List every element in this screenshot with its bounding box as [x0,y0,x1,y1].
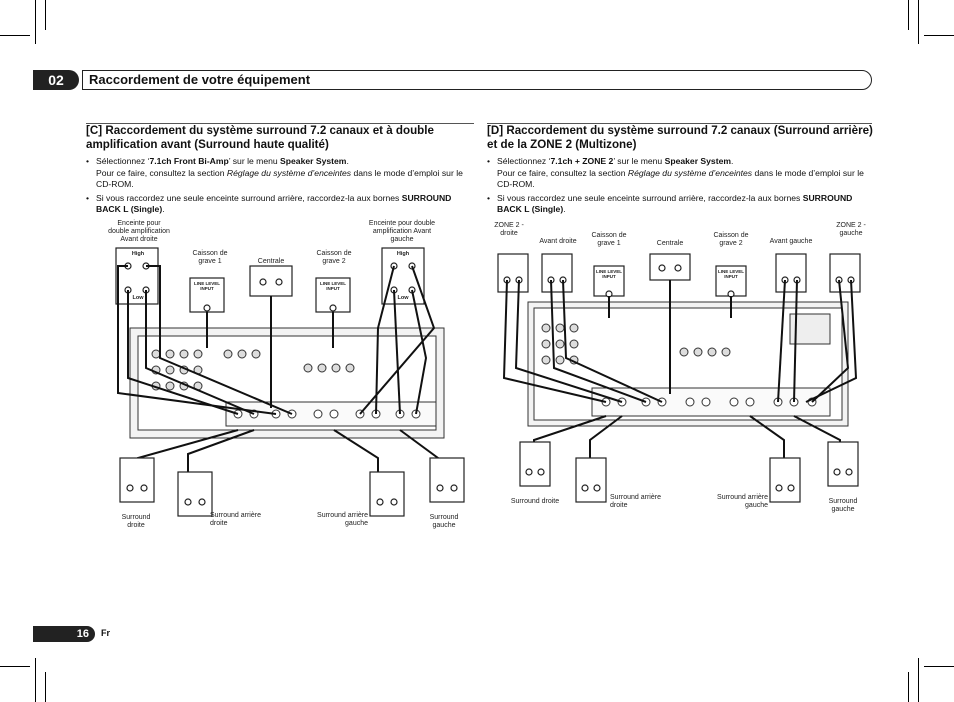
label-line-input-d1: LINE LEVEL INPUT [595,269,622,279]
av-receiver-rear-panel-d [527,301,849,427]
surround-back-left-speaker [369,471,405,517]
surround-back-right-speaker [177,471,213,517]
front-right-speaker-d [541,253,573,293]
section-c-rule [86,123,474,124]
label-surround-left-d: Surround gauche [828,498,858,513]
surround-back-right-speaker-d [575,457,607,503]
label-sub1: Caisson de grave 1 [192,250,228,265]
subwoofer-2 [315,277,351,313]
section-c-bullet-2: Si vous raccordez une seule enceinte sur… [86,193,476,216]
center-speaker-d [649,253,691,281]
crop-mark [908,672,909,702]
zone2-right-speaker [497,253,529,293]
label-surround-right: Surround droite [121,514,151,529]
crop-mark [45,672,46,702]
section-c-bullet-1: Sélectionnez ‘7.1ch Front Bi-Amp’ sur le… [86,156,476,191]
section-c-bullets: Sélectionnez ‘7.1ch Front Bi-Amp’ sur le… [86,156,476,218]
label-line-input-2: LINE LEVEL INPUT [319,281,346,291]
crop-mark [35,0,36,44]
section-d-title: [D] Raccordement du système surround 7.2… [487,124,873,151]
language-code: Fr [101,628,110,638]
label-high-left: High [396,251,410,257]
label-front-left-d: Avant gauche [769,238,813,245]
label-front-left: Enceinte pour double amplification Avant… [368,220,436,243]
label-line-input-d2: LINE LEVEL INPUT [717,269,744,279]
center-speaker [249,265,293,297]
subwoofer-1 [189,277,225,313]
label-zone2-right: ZONE 2 - droite [494,222,524,237]
label-line-input-1: LINE LEVEL INPUT [193,281,220,291]
label-center-d: Centrale [656,240,684,247]
page-number: 16 [33,626,95,642]
label-surround-back-left-d: Surround arrière gauche [717,494,768,509]
label-high-right: High [131,251,145,257]
surround-left-speaker [429,457,465,503]
wiring-diagram-d-svg [497,253,861,503]
front-left-speaker [381,247,425,305]
label-sub1-d: Caisson de grave 1 [591,232,627,247]
wiring-diagram-c-svg [115,247,465,517]
label-surround-right-d: Surround droite [510,498,560,505]
section-c-title: [C] Raccordement du système surround 7.2… [86,124,434,151]
label-front-right: Enceinte pour double amplification Avant… [108,220,170,243]
label-surround-back-right-d: Surround arrière droite [610,494,661,509]
crop-mark [0,666,30,667]
wiring-diagram-c: Enceinte pour double amplification Avant… [108,218,468,538]
label-surround-left: Surround gauche [429,514,459,529]
section-d-bullet-1: Sélectionnez ‘7.1ch + ZONE 2’ sur le men… [487,156,877,191]
label-surround-back-right: Surround arrière droite [210,512,261,527]
crop-mark [908,0,909,30]
surround-left-speaker-d [827,441,859,487]
wiring-diagram-d: ZONE 2 - droite Avant droite Caisson de … [494,218,868,518]
label-sub2: Caisson de grave 2 [316,250,352,265]
label-front-right-d: Avant droite [539,238,577,245]
label-low-right: Low [132,295,144,301]
crop-mark [924,35,954,36]
crop-mark [924,666,954,667]
front-left-speaker-d [775,253,807,293]
label-zone2-left: ZONE 2 - gauche [836,222,866,237]
section-d-rule [487,123,872,124]
chapter-title: Raccordement de votre équipement [82,70,872,90]
crop-mark [0,35,30,36]
label-surround-back-left: Surround arrière gauche [317,512,368,527]
label-sub2-d: Caisson de grave 2 [713,232,749,247]
surround-back-left-speaker-d [769,457,801,503]
section-d-bullets: Sélectionnez ‘7.1ch + ZONE 2’ sur le men… [487,156,877,218]
av-receiver-rear-panel [129,327,445,439]
crop-mark [918,658,919,702]
label-low-left: Low [397,295,409,301]
surround-right-speaker [119,457,155,503]
crop-mark [35,658,36,702]
zone2-left-speaker [829,253,861,293]
section-d-bullet-2: Si vous raccordez une seule enceinte sur… [487,193,877,216]
chapter-number: 02 [33,70,79,90]
label-center: Centrale [257,258,285,265]
crop-mark [918,0,919,44]
surround-right-speaker-d [519,441,551,487]
crop-mark [45,0,46,30]
